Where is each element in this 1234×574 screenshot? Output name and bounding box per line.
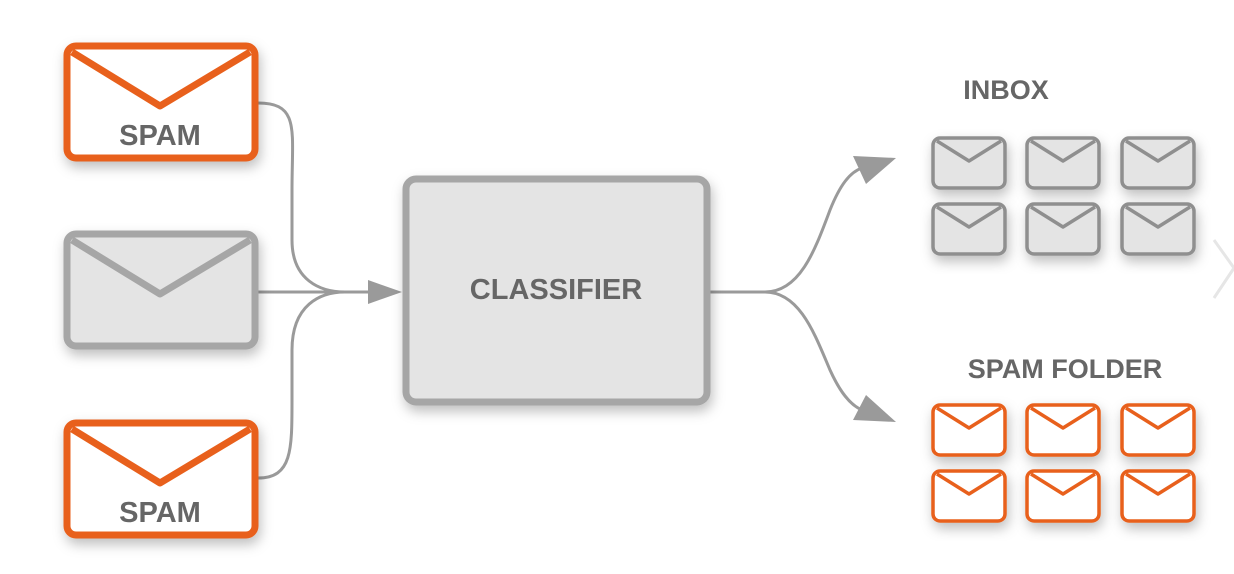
arrowhead-classifier [368,280,402,304]
envelope-icon [931,469,1007,523]
connectors [257,101,863,480]
next-chevron-icon[interactable] [1212,239,1234,299]
input-email-spam-2 [63,419,259,539]
connector-spam-top [257,101,346,294]
envelope-icon [1120,202,1196,256]
envelope-icon [1120,403,1196,457]
envelope-icon [1025,202,1101,256]
classifier-label: CLASSIFIER [470,274,642,306]
connector-spam-bottom [257,290,346,480]
envelope-icon [1025,403,1101,457]
envelope-icon [1025,136,1101,190]
envelope-icon [1120,469,1196,523]
input-email-spam-1 [63,42,259,162]
inbox-grid [931,136,1196,256]
input-email-ham [63,230,259,350]
envelope-icon [1120,136,1196,190]
arrowhead-spam-folder [853,395,896,422]
input-label-spam-2: SPAM [119,497,201,529]
input-label-spam-1: SPAM [119,120,201,152]
classifier-box [402,175,711,406]
spam-folder-grid [931,403,1196,523]
spam-folder-label: SPAM FOLDER [968,354,1163,384]
envelope-icon [931,403,1007,457]
inbox-label: INBOX [963,75,1049,105]
arrow-to-spam-folder [764,290,863,412]
envelope-icon [931,136,1007,190]
envelope-icon [1025,469,1101,523]
envelope-icon [931,202,1007,256]
arrow-to-inbox [764,166,863,294]
arrowhead-inbox [853,156,896,184]
